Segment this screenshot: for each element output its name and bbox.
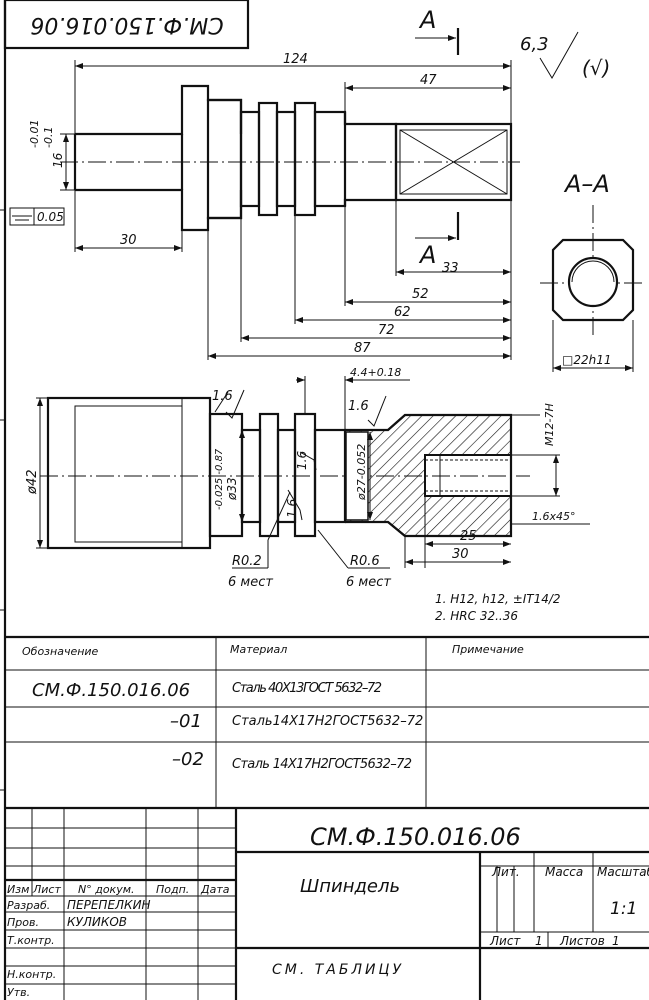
row-2-designation: –01 <box>170 711 202 732</box>
dim-dia-33-tol: -0.025 -0.87 <box>214 448 225 510</box>
row-3-material: Сталь 14Х17Н2ГОСТ5632–72 <box>232 757 412 772</box>
dim-groove: 4.4+0.18 <box>350 366 401 379</box>
spindle-side-view <box>40 396 530 550</box>
dim-thread: M12-7H <box>543 403 556 446</box>
dim-shaft-dia: 16 <box>51 152 65 168</box>
dim-52: 52 <box>412 287 429 302</box>
section-marker-bottom: A 33 <box>415 212 460 276</box>
rough-2: 1.6 <box>348 399 369 414</box>
title-block: СМ.Ф.150.016.06 Шпиндель СМ. ТАБЛИЦУ Лит… <box>5 808 649 1000</box>
notes: 1. H12, h12, ±IT14/2 2. HRC 32..36 <box>435 592 561 623</box>
sheets-label: Листов <box>559 934 605 948</box>
note-1: 1. H12, h12, ±IT14/2 <box>435 592 561 606</box>
col-list: Лист <box>32 883 61 896</box>
section-letter-bottom: A <box>418 241 436 269</box>
dim-square: □22h11 <box>562 353 611 367</box>
col-date: Дата <box>200 883 230 896</box>
sheet-frame <box>0 0 7 1000</box>
section-index: 33 <box>442 261 459 276</box>
role-tech-control: Т.контр. <box>7 934 55 947</box>
dim-25: 25 <box>460 529 477 544</box>
rough-1: 1.6 <box>212 389 233 404</box>
dim-tol-upper: -0.01 <box>28 120 41 148</box>
mass-label: Масса <box>545 865 583 879</box>
radius-02: R0.2 <box>232 554 262 569</box>
roughness-value: 6,3 <box>520 34 549 55</box>
roughness-rest: (√) <box>582 56 610 80</box>
role-developer: Разраб. <box>7 899 50 912</box>
flatness-value: 0.05 <box>37 210 64 224</box>
scale-label: Масштаб <box>597 865 649 879</box>
lit-label: Лит. <box>491 865 520 879</box>
dim-chamfer: 1.6x45° <box>532 510 576 523</box>
header-designation: Обозначение <box>22 645 99 658</box>
section-aa: A–A □22h11 <box>540 170 645 372</box>
radius-06: R0.6 <box>350 554 380 569</box>
front-view-dimensions: 124 47 30 16 -0.01 -0.1 0.05 52 62 72 87 <box>9 52 512 360</box>
sheet-label: Лист <box>489 934 521 948</box>
side-view-dimensions: ø42 ø33 -0.025 -0.87 ø27-0.052 4.4+0.18 … <box>25 366 590 590</box>
checker-name: КУЛИКОВ <box>67 915 127 929</box>
dim-dia-42: ø42 <box>25 470 40 496</box>
role-norm-control: Н.контр. <box>7 968 56 981</box>
col-sign: Подп. <box>156 883 189 896</box>
title-designation: СМ.Ф.150.016.06 <box>310 823 521 851</box>
dim-end-length: 47 <box>420 73 437 88</box>
dim-30b: 30 <box>452 547 469 562</box>
section-marker-top: A <box>415 6 460 55</box>
role-approved: Утв. <box>7 986 30 999</box>
row-1-designation: СМ.Ф.150.016.06 <box>32 680 190 701</box>
dim-dia-33: ø33 <box>225 477 239 501</box>
header-note: Примечание <box>452 643 524 656</box>
scale-value: 1:1 <box>610 899 637 919</box>
col-izm: Изм <box>7 883 29 896</box>
dim-87: 87 <box>354 341 371 356</box>
spindle-front-view <box>60 84 520 232</box>
places-1: 6 мест <box>228 575 273 590</box>
row-3-designation: –02 <box>172 749 204 770</box>
row-2-material: Сталь14Х17Н2ГОСТ5632–72 <box>232 714 423 729</box>
dim-tol-lower: -0.1 <box>42 127 55 148</box>
dim-total-length: 124 <box>283 52 308 67</box>
col-doc: N° докум. <box>78 883 135 896</box>
material-reference: СМ. ТАБЛИЦУ <box>272 962 404 978</box>
note-2: 2. HRC 32..36 <box>435 609 518 623</box>
header-material: Материал <box>230 643 287 656</box>
dim-shaft-length: 30 <box>120 233 137 248</box>
part-name: Шпиндель <box>300 876 400 897</box>
rough-4: 1.6 <box>285 499 299 518</box>
section-letter-top: A <box>418 6 436 34</box>
stamp-text: СМ.Ф.150.016.06 <box>30 12 223 37</box>
row-1-material: Сталь 40Х13ГОСТ 5632–72 <box>232 681 382 696</box>
sheets-value: 1 <box>612 934 620 948</box>
dim-62: 62 <box>394 305 411 320</box>
places-2: 6 мест <box>346 575 391 590</box>
role-checker: Пров. <box>7 916 39 929</box>
stamp-box: СМ.Ф.150.016.06 <box>3 0 250 50</box>
sheet-value: 1 <box>535 934 543 948</box>
section-title: A–A <box>563 170 610 198</box>
roughness-symbol: 6,3 (√) <box>520 31 610 80</box>
dim-72: 72 <box>378 323 395 338</box>
dim-dia-27: ø27-0.052 <box>355 444 368 501</box>
developer-name: ПЕРЕПЕЛКИН <box>67 898 151 912</box>
spec-table: Обозначение Материал Примечание СМ.Ф.150… <box>5 635 649 810</box>
